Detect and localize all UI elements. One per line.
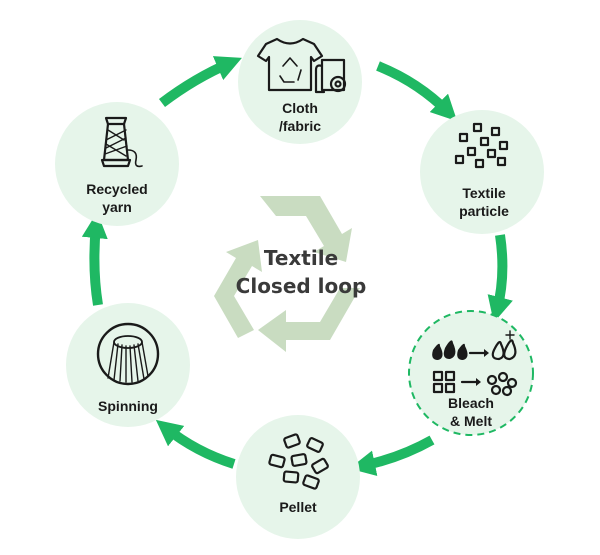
node-circle (66, 303, 190, 427)
clear-drops-icon (491, 330, 517, 361)
node-bleach-melt: Bleach & Melt (408, 310, 534, 436)
arrow-cloth-to-particle (376, 61, 458, 122)
arrow-spinning-to-yarn (81, 212, 108, 306)
node-particle-label-line1: Textile (462, 185, 506, 201)
squares-icon (432, 370, 456, 394)
node-yarn-label-line1: Recycled (86, 181, 147, 197)
fabric-roll-icon (314, 58, 347, 94)
center-title-line1: Textile (264, 246, 338, 270)
node-circle (420, 110, 544, 234)
recycle-symbol-icon (214, 196, 360, 352)
melted-pieces-icon (486, 371, 518, 397)
node-bleach-label-line2: & Melt (450, 413, 492, 429)
spinneret-icon (96, 322, 160, 386)
highlight-ring (408, 310, 534, 436)
node-particle-label-line2: particle (459, 203, 509, 219)
arrow-bleach-to-pellet (349, 435, 435, 477)
arrow-pellet-to-spinning (155, 419, 236, 469)
node-cloth-fabric: Cloth /fabric (238, 20, 362, 144)
arrow-yarn-to-cloth (158, 56, 242, 107)
arrow-particle-to-bleach (487, 234, 513, 323)
node-yarn-label-line2: yarn (102, 199, 132, 215)
cycle-arrows (81, 56, 513, 477)
node-pellet-label: Pellet (279, 499, 317, 515)
yarn-spool-icon (100, 116, 143, 168)
node-bleach-label-line1: Bleach (448, 395, 494, 411)
ink-drops-icon (432, 340, 468, 360)
pellets-icon (268, 433, 329, 490)
node-circle (238, 20, 362, 144)
node-pellet: Pellet (236, 415, 360, 539)
node-textile-particle: Textile particle (420, 110, 544, 234)
node-recycled-yarn: Recycled yarn (55, 102, 179, 226)
node-cloth-label-line2: /fabric (279, 118, 321, 134)
node-circle (409, 311, 533, 435)
node-spinning: Spinning (66, 303, 190, 427)
node-cloth-label-line1: Cloth (282, 100, 318, 116)
particles-icon (454, 122, 509, 169)
node-circle (55, 102, 179, 226)
center-title-line2: Closed loop (236, 274, 367, 298)
node-spinning-label: Spinning (98, 398, 158, 414)
tshirt-icon (256, 37, 324, 92)
